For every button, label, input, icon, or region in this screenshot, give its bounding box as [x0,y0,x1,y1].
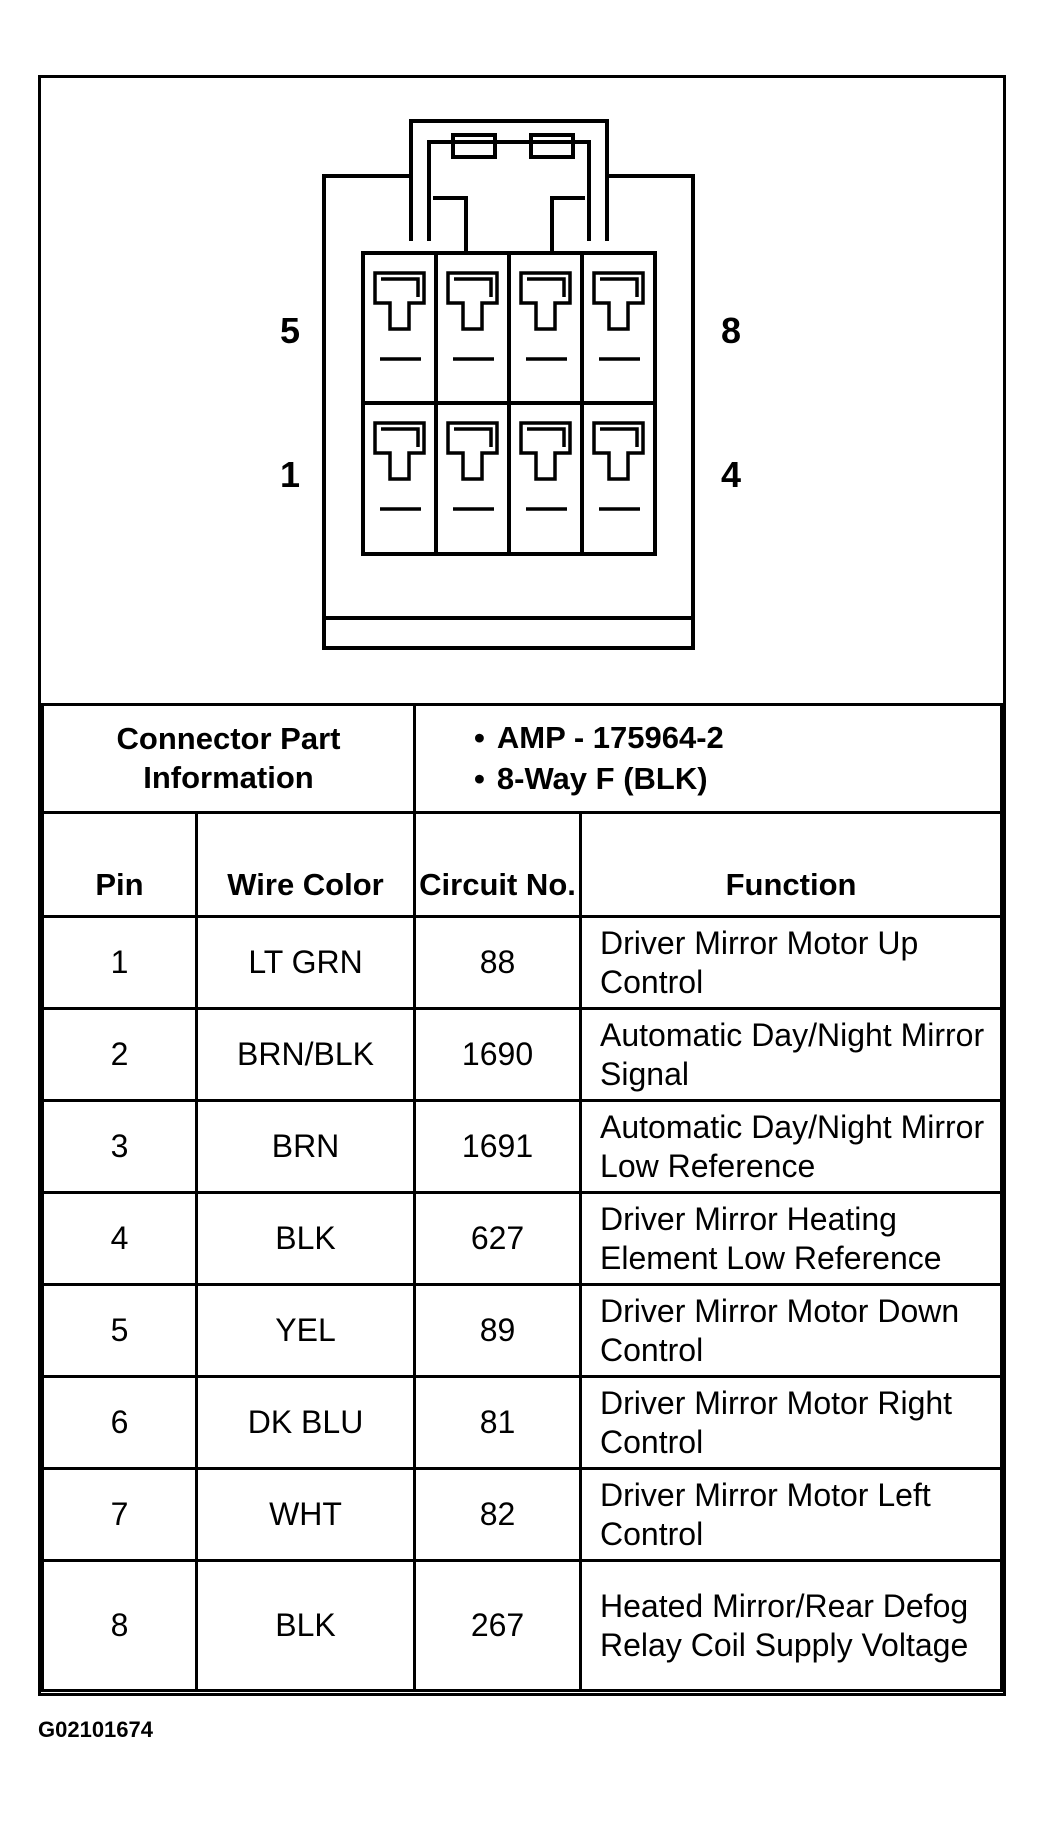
function-cell: Driver Mirror Motor Down Control [579,1283,1003,1378]
terminal-cavity-inner [600,277,639,297]
part-info-row: Connector Part Information AMP - 175964-… [40,703,1003,814]
wire-color-cell: BLK [194,1559,417,1692]
pin-cell: 8 [41,1559,198,1692]
function-cell: Automatic Day/Night Mirror Signal [579,1007,1003,1102]
terminal-cavity-inner [527,277,566,297]
column-header-wire-color: Wire Color [194,811,417,918]
connector-diagram: 5 8 1 4 [41,78,1003,703]
circuit-cell: 267 [413,1559,583,1692]
pin-cell: 2 [41,1007,198,1102]
figure-id: G02101674 [38,1717,153,1742]
part-info-values: AMP - 175964-2 8-Way F (BLK) [413,703,1003,814]
pin-label-5: 5 [280,310,301,351]
function-cell: Driver Mirror Motor Up Control [579,915,1003,1010]
terminal-cavities [373,271,645,511]
terminal-cavity [519,421,572,481]
pin-cell: 4 [41,1191,198,1286]
terminal-cavity [592,421,645,481]
function-cell: Driver Mirror Motor Left Control [579,1467,1003,1562]
circuit-cell: 1691 [413,1099,583,1194]
terminal-cavity-inner [454,427,493,447]
terminal-cavity [373,271,426,331]
function-cell: Driver Mirror Heating Element Low Refere… [579,1191,1003,1286]
terminal-cavity-inner [381,277,420,297]
column-header-circuit: Circuit No. [413,811,583,918]
circuit-cell: 89 [413,1283,583,1378]
terminal-grid [361,251,657,556]
terminal-cavity [519,271,572,331]
terminal-cavity-inner [381,427,420,447]
pin-cell: 1 [41,915,198,1010]
pin-cell: 6 [41,1375,198,1470]
connector-figure-frame: 5 8 1 4 Connector Part Information AMP -… [38,75,1006,1696]
terminal-cavity [373,421,426,481]
terminal-cavity [592,271,645,331]
terminal-cavity [446,271,499,331]
pinout-table: Connector Part Information AMP - 175964-… [40,703,1003,1692]
part-info-item: AMP - 175964-2 [474,718,1000,758]
terminal-cavity-inner [527,427,566,447]
wire-color-cell: LT GRN [194,915,417,1010]
circuit-cell: 88 [413,915,583,1010]
wire-color-cell: YEL [194,1283,417,1378]
function-cell: Heated Mirror/Rear Defog Relay Coil Supp… [579,1559,1003,1692]
wire-color-cell: DK BLU [194,1375,417,1470]
column-header-function: Function [579,811,1003,918]
function-cell: Driver Mirror Motor Right Control [579,1375,1003,1470]
part-info-label: Connector Part Information [40,703,417,814]
function-cell: Automatic Day/Night Mirror Low Reference [579,1099,1003,1194]
pin-label-1: 1 [280,454,301,495]
terminal-cavity-inner [454,277,493,297]
circuit-cell: 81 [413,1375,583,1470]
column-header-pin: Pin [41,811,198,918]
pin-label-8: 8 [721,310,742,351]
wire-color-cell: BRN [194,1099,417,1194]
connector-latch [409,119,609,253]
terminal-cavity-inner [600,427,639,447]
connector-drawing [322,119,695,650]
circuit-cell: 1690 [413,1007,583,1102]
pin-cell: 5 [41,1283,198,1378]
pin-cell: 7 [41,1467,198,1562]
wire-color-cell: BLK [194,1191,417,1286]
connector-body [322,174,695,650]
pin-label-4: 4 [721,454,742,495]
wire-color-cell: WHT [194,1467,417,1562]
part-info-item: 8-Way F (BLK) [474,759,1000,799]
circuit-cell: 627 [413,1191,583,1286]
circuit-cell: 82 [413,1467,583,1562]
wire-color-cell: BRN/BLK [194,1007,417,1102]
column-header-row: Pin Wire Color Circuit No. Function [41,811,1003,918]
pin-cell: 3 [41,1099,198,1194]
terminal-cavity [446,421,499,481]
